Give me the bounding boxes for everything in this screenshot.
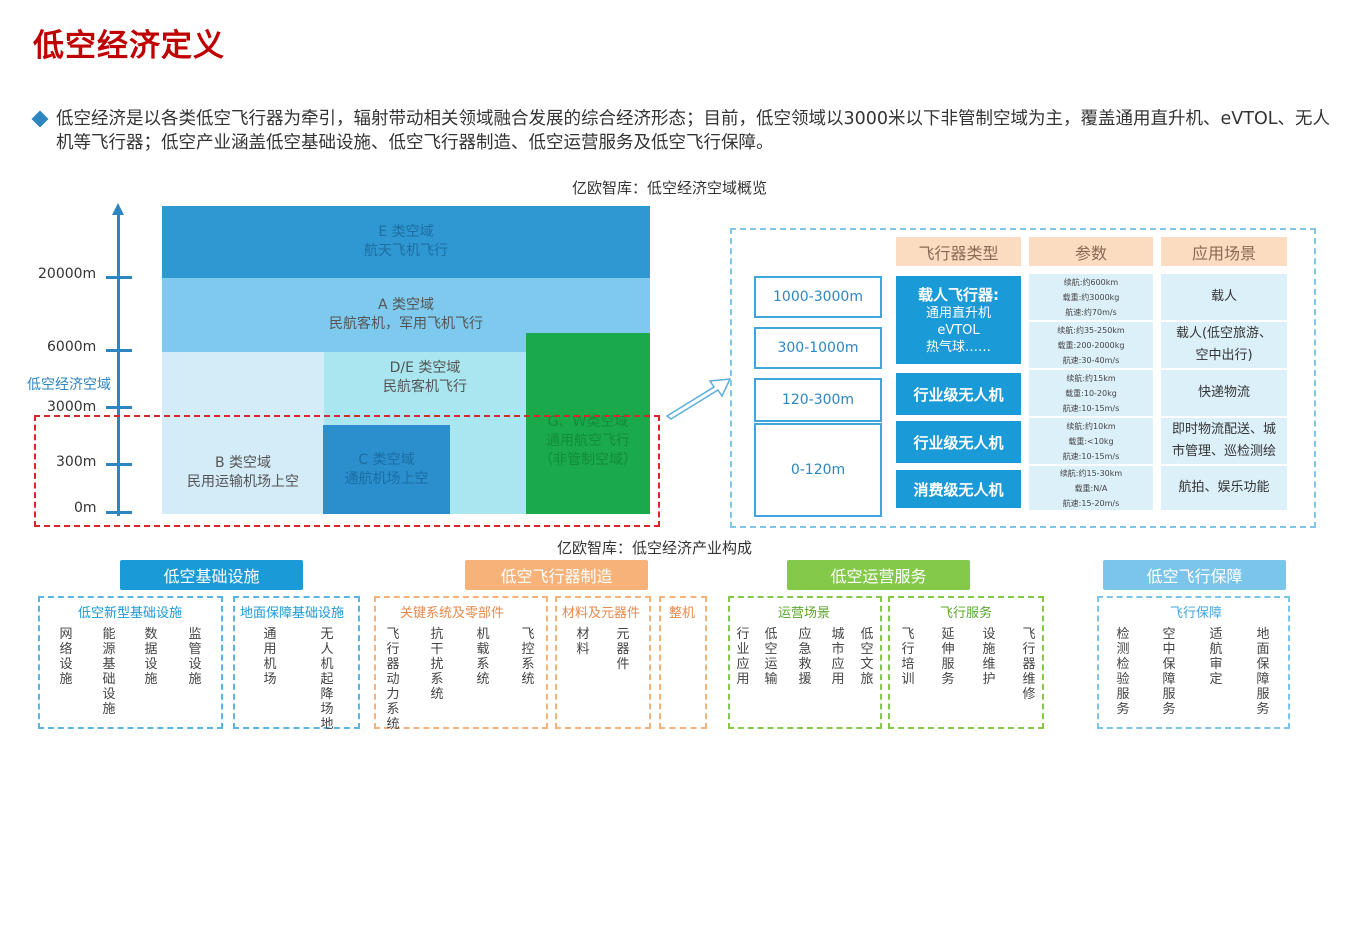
type-consumer-drone: 消费级无人机: [896, 470, 1021, 508]
axis-label-300: 300m: [56, 454, 97, 470]
axis-tick: [106, 511, 132, 514]
item-airworthiness-cert: 适航审定: [1209, 627, 1223, 687]
axis-tick: [106, 276, 132, 279]
type-manned-aircraft: 载人飞行器: 通用直升机 eVTOL 热气球……: [896, 276, 1021, 364]
item-emergency-rescue: 应急救援: [798, 627, 812, 687]
group-title-flight-services: 飞行服务: [940, 606, 993, 621]
item-airborne-system: 机载系统: [476, 627, 490, 687]
item-supervision-facility: 监管设施: [188, 627, 202, 687]
group-box-new-infra: [38, 596, 223, 729]
group-title-whole-aircraft: 整机: [669, 606, 696, 621]
item-flight-control: 飞控系统: [521, 627, 535, 687]
group-box-flight-support: [1097, 596, 1290, 729]
item-aircraft-repair: 飞行器维修: [1022, 627, 1036, 702]
type-industry-drone-1: 行业级无人机: [896, 373, 1021, 415]
axis-tick: [106, 406, 132, 409]
group-title-operation-scenes: 运营场景: [778, 606, 831, 621]
scene-row-5: 航拍、娱乐功能: [1161, 466, 1287, 510]
group-box-ground-infra: [233, 596, 360, 729]
item-low-altitude-transport: 低空运输: [764, 627, 778, 687]
altitude-axis: [117, 212, 120, 516]
low-altitude-airspace-note: 低空经济空域: [27, 377, 111, 393]
group-title-materials: 材料及元器件: [562, 606, 641, 621]
intro-text: 低空经济是以各类低空飞行器为牵引，辐射带动相关领域融合发展的综合经济形态；目前，…: [56, 109, 1330, 153]
header-scenarios: 应用场景: [1161, 237, 1287, 266]
item-flight-training: 飞行培训: [901, 627, 915, 687]
group-box-operation-scenes: [728, 596, 882, 729]
altitude-axis-arrow-icon: [112, 203, 124, 215]
item-facility-maintenance: 设施维护: [982, 627, 996, 687]
aircraft-panel: [730, 228, 1316, 528]
scene-row-2: 载人(低空旅游、空中出行): [1161, 322, 1287, 368]
item-materials: 材料: [576, 627, 590, 657]
header-parameters: 参数: [1029, 237, 1153, 266]
category-operation: 低空运营服务: [787, 560, 970, 590]
altitude-range-0-120: 0-120m: [754, 423, 882, 517]
diamond-bullet-icon: [31, 110, 49, 128]
group-box-whole-aircraft: [659, 596, 707, 729]
zone-b-class: B 类空域 民用运输机场上空: [162, 352, 324, 514]
scene-row-3: 快递物流: [1161, 370, 1287, 416]
industry-figure-title: 亿欧智库：低空经济产业构成: [557, 539, 753, 557]
item-drone-landing-site: 无人机起降场地: [320, 627, 334, 732]
item-ground-support-service: 地面保障服务: [1256, 627, 1270, 717]
item-data-facility: 数据设施: [144, 627, 158, 687]
item-components: 元器件: [616, 627, 630, 672]
expand-arrow-icon: [665, 378, 732, 420]
group-box-materials: [555, 596, 651, 729]
group-title-flight-support: 飞行保障: [1170, 606, 1223, 621]
airspace-figure-title: 亿欧智库：低空经济空域概览: [572, 179, 768, 197]
item-anti-jamming: 抗干扰系统: [430, 627, 444, 702]
item-energy-infra: 能源基础设施: [102, 627, 116, 717]
item-industry-application: 行业应用: [736, 627, 750, 687]
zone-c-class: C 类空域 通航机场上空: [323, 425, 450, 514]
group-title-ground-infra: 地面保障基础设施: [240, 606, 345, 621]
item-extended-service: 延伸服务: [941, 627, 955, 687]
header-aircraft-type: 飞行器类型: [896, 237, 1021, 266]
item-inspection-service: 检测检验服务: [1116, 627, 1130, 717]
axis-label-0: 0m: [74, 500, 97, 516]
intro-paragraph: 低空经济是以各类低空飞行器为牵引，辐射带动相关领域融合发展的综合经济形态；目前，…: [31, 107, 1332, 155]
zone-e-class: E 类空域 航天飞机飞行: [162, 206, 650, 278]
axis-label-3000: 3000m: [47, 399, 97, 415]
group-title-key-systems: 关键系统及零部件: [400, 606, 505, 621]
scene-row-1: 载人: [1161, 274, 1287, 320]
item-network-facility: 网络设施: [59, 627, 73, 687]
item-urban-application: 城市应用: [831, 627, 845, 687]
item-power-system: 飞行器动力系统: [386, 627, 400, 732]
category-infrastructure: 低空基础设施: [120, 560, 303, 590]
altitude-range-1000-3000: 1000-3000m: [754, 276, 882, 318]
group-title-new-infra: 低空新型基础设施: [78, 606, 183, 621]
category-manufacturing: 低空飞行器制造: [465, 560, 648, 590]
category-support: 低空飞行保障: [1103, 560, 1286, 590]
scene-row-4: 即时物流配送、城市管理、巡检测绘: [1161, 418, 1287, 464]
type-industry-drone-2: 行业级无人机: [896, 421, 1021, 463]
item-air-support-service: 空中保障服务: [1162, 627, 1176, 717]
axis-label-20000: 20000m: [38, 266, 97, 282]
axis-label-6000: 6000m: [47, 339, 97, 355]
altitude-range-300-1000: 300-1000m: [754, 327, 882, 369]
group-box-key-systems: [374, 596, 548, 729]
zone-g-class: G、W类空域 通用航空飞行 （非管制空域）: [526, 333, 650, 514]
low-altitude-highlight-box: [34, 415, 660, 527]
axis-tick: [106, 349, 132, 352]
page-title: 低空经济定义: [33, 28, 225, 64]
group-box-flight-services: [888, 596, 1044, 729]
altitude-range-120-300: 120-300m: [754, 378, 882, 422]
axis-tick: [106, 463, 132, 466]
item-general-airport: 通用机场: [263, 627, 277, 687]
item-low-altitude-tourism: 低空文旅: [860, 627, 874, 687]
